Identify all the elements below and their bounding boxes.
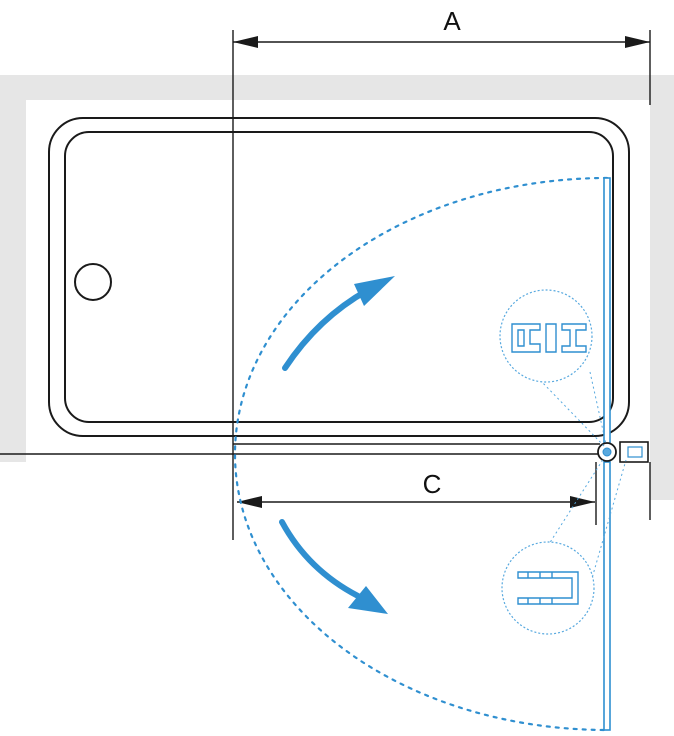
dimension-a-label: A [443,6,461,36]
rotation-arrow-inward-icon [282,276,395,371]
profile-detail-magnifier-icon [501,541,595,635]
dimension-c-label: C [423,469,442,499]
drain-icon [74,263,112,301]
tub-edge-lines [0,443,600,455]
door-swing-arc [233,176,609,732]
detail-leader-lines [509,371,627,621]
profile-detail-magnifier-icon [499,289,593,383]
rotation-arrow-outward-icon [279,519,388,614]
bathtub-inner-basin [64,131,614,423]
wall-profile [619,441,649,463]
dimension-a: A [233,6,650,48]
bathtub [48,117,630,437]
dimension-c: C [237,469,595,508]
bathtub-outer-rim [48,117,630,437]
extension-lines [232,30,651,540]
hinge-assembly [597,441,649,463]
